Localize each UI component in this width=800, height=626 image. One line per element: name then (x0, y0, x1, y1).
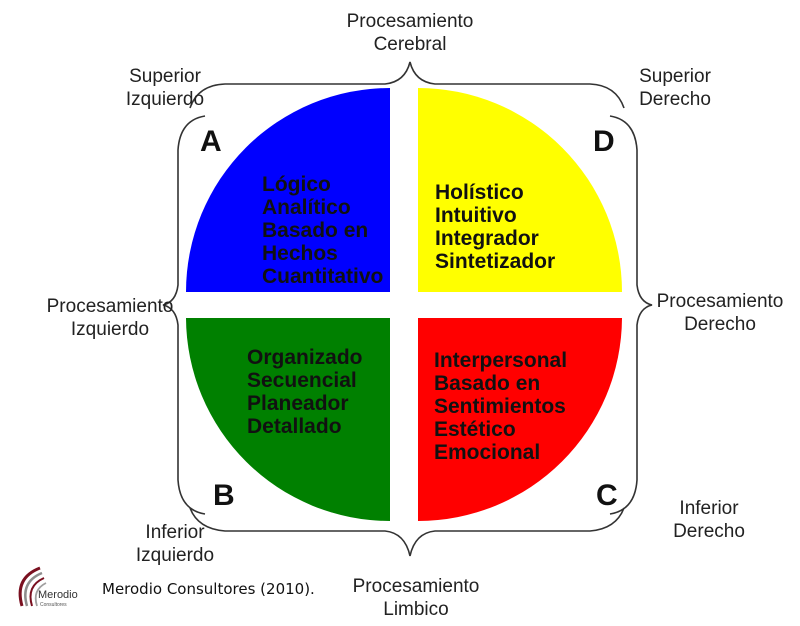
quadrant-line: Estético (434, 418, 516, 441)
quadrant-c-text: Interpersonal Basado en Sentimientos Est… (434, 349, 567, 464)
label-line: Procesamiento (346, 11, 474, 32)
logo-subtext: Consultores (40, 602, 67, 608)
label-line: Derecho (639, 89, 711, 110)
quadrant-line: Interpersonal (434, 349, 568, 372)
label-superior-derecho: Superior Derecho (620, 65, 730, 111)
label-line: Superior (639, 66, 711, 87)
quadrant-line: Basado en (434, 372, 541, 395)
quadrant-a-sector (186, 88, 390, 292)
label-line: Derecho (673, 521, 745, 542)
quadrant-line: Detallado (247, 415, 342, 438)
label-superior-izquierdo: Superior Izquierdo (110, 65, 220, 111)
quadrant-d-text: Holístico Intuitivo Integrador Sintetiza… (435, 181, 555, 273)
label-procesamiento-derecho: Procesamiento Derecho (640, 290, 800, 336)
quadrant-line: Lógico (262, 173, 331, 196)
quadrant-d-letter: D (593, 125, 615, 158)
quadrant-line: Basado en (262, 219, 369, 242)
quadrant-a-text: Lógico Analítico Basado en Hechos Cuanti… (262, 173, 383, 288)
label-line: Limbico (383, 599, 449, 620)
top-brace (189, 61, 625, 109)
citation: Merodio Consultores (2010). (102, 580, 315, 598)
quadrant-line: Hechos (262, 242, 338, 265)
label-inferior-derecho: Inferior Derecho (654, 497, 764, 543)
label-line: Derecho (684, 314, 756, 335)
quadrant-b-letter: B (213, 479, 235, 512)
label-line: Izquierdo (125, 89, 205, 110)
quadrant-c-letter: C (596, 479, 618, 512)
label-line: Inferior (145, 522, 205, 543)
right-brace (609, 115, 653, 515)
label-procesamiento-cerebral: Procesamiento Cerebral (330, 10, 490, 56)
quadrant-line: Planeador (247, 392, 349, 415)
quadrant-line: Emocional (434, 441, 541, 464)
label-line: Izquierdo (135, 545, 215, 566)
quadrant-line: Analítico (262, 196, 351, 219)
quadrant-line: Holístico (435, 181, 524, 204)
label-inferior-izquierdo: Inferior Izquierdo (120, 521, 230, 567)
label-line: Procesamiento (352, 576, 480, 597)
label-line: Inferior (679, 498, 739, 519)
label-line: Superior (129, 66, 201, 87)
quadrant-d-sector (418, 88, 622, 292)
bottom-brace (189, 507, 625, 557)
quadrant-line: Organizado (247, 346, 363, 369)
label-line: Izquierdo (70, 319, 150, 340)
quadrant-line: Sintetizador (435, 250, 556, 273)
label-procesamiento-limbico: Procesamiento Limbico (336, 575, 496, 621)
logo-wordmark: Merodio (38, 589, 78, 601)
left-brace (162, 115, 206, 515)
label-line: Procesamiento (46, 296, 174, 317)
quadrant-line: Integrador (435, 227, 539, 250)
quadrant-line: Intuitivo (435, 204, 517, 227)
label-line: Procesamiento (656, 291, 784, 312)
quadrant-b-sector (186, 318, 390, 521)
label-procesamiento-izquierdo: Procesamiento Izquierdo (30, 295, 190, 341)
quadrant-line: Sentimientos (434, 395, 566, 418)
quadrant-a-letter: A (200, 125, 222, 158)
quadrant-c-sector (418, 318, 622, 521)
quadrant-b-text: Organizado Secuencial Planeador Detallad… (247, 346, 363, 438)
label-line: Cerebral (373, 34, 447, 55)
quadrant-line: Cuantitativo (262, 265, 384, 288)
merodio-logo: Merodio Consultores (18, 566, 78, 608)
quadrant-line: Secuencial (247, 369, 357, 392)
